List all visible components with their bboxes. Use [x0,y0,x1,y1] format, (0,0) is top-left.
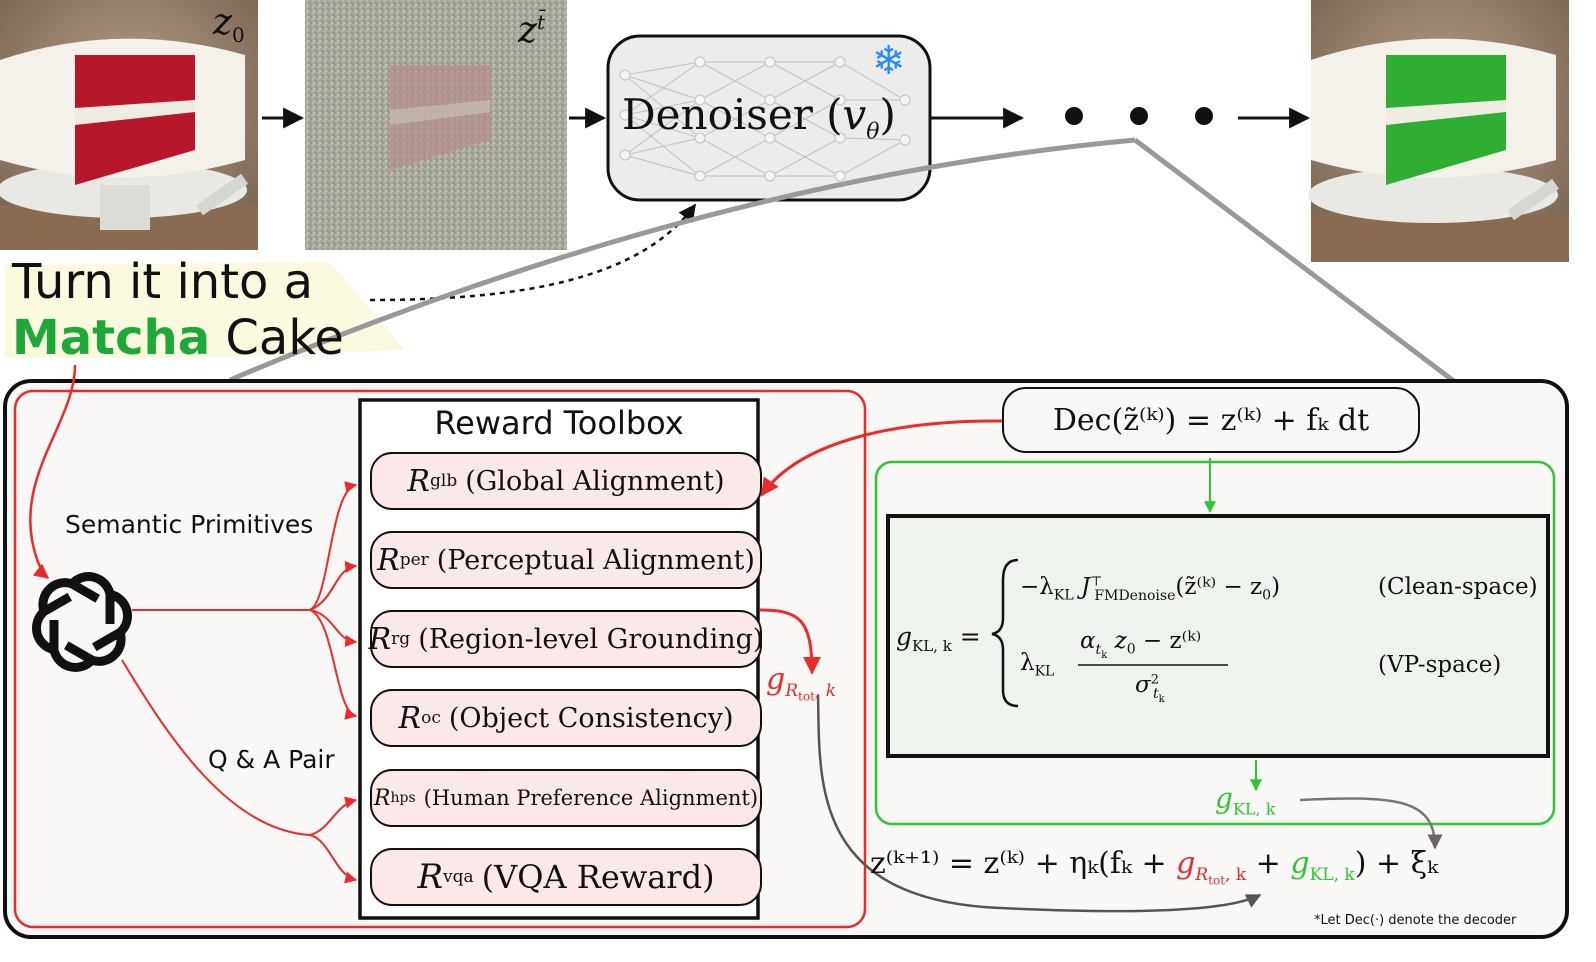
kl-label-clean: (Clean-space) [1378,574,1538,600]
update-g-rtot: gRtot, k [1176,846,1247,888]
kl-case-vp-lambda: λKL [1020,650,1055,680]
g-kl-label: gKL, k [1215,782,1276,819]
update-g-kl: gKL, k [1290,846,1355,885]
openai-logo-icon [31,572,133,672]
kl-label-vp: (VP-space) [1378,652,1502,678]
prompt-highlight: Matcha [12,310,211,366]
arrow-toolbox-grtot [759,608,821,675]
qa-pair-label: Q & A Pair [208,745,335,774]
semantic-arrows [132,481,358,720]
decoder-equation: Dec(z̃⁽ᵏ⁾) = z⁽ᵏ⁾ + fₖ dt [1002,387,1420,453]
kl-formula-box [886,514,1550,758]
input-image-z0 [0,0,258,250]
update-equation: z⁽ᵏ⁺¹⁾ = z⁽ᵏ⁾ + ηₖ(fₖ + gRtot, k + gKL, … [870,846,1439,888]
arrow-prompt-llm [29,364,77,579]
footnote: *Let Dec(·) denote the decoder [1314,913,1517,928]
kl-region [874,460,1556,826]
kl-case-vp-denominator: σ2tk [1135,672,1165,705]
prompt-bubble [5,262,405,358]
arrow-gkl-update [1299,797,1443,850]
ellipsis-dots [1065,107,1213,125]
noisy-image-zt [305,0,567,250]
denoiser-label: Denoiser (vθ) [622,90,896,145]
reward-region [13,389,867,929]
z0-label: z0 [213,2,245,48]
zoom-line-right [1133,138,1457,384]
prompt-line2: Matcha Cake [12,312,344,364]
prompt-line1: Turn it into a [12,254,314,310]
kl-case-clean: −λKL J⊤FMDenoise(z̃⁽ᵏ⁾ − z0) [1020,574,1281,604]
g-rtot-label: gRtot, k [766,662,837,704]
denoiser-box [606,34,932,202]
qa-arrows [121,659,358,884]
kl-lhs: gKL, k = [896,622,981,655]
output-image-matcha [1308,0,1569,262]
dashed-arrow-prompt-denoiser [369,203,697,302]
kl-case-vp-numerator: αtk z0 − z⁽ᵏ⁾ [1080,628,1202,661]
cases-brace [991,558,1019,708]
arrow-dec-toolbox [760,419,1003,497]
snowflake-icon: ❄ [872,38,906,84]
semantic-primitives-label: Semantic Primitives [65,510,314,539]
arrow-grtot-update [816,694,1262,913]
zt-label: zt̄ [518,10,546,51]
reward-toolbox-title: Reward Toolbox [434,404,684,442]
zoom-line-left [229,137,1136,383]
prompt-rest: Cake [210,310,344,366]
